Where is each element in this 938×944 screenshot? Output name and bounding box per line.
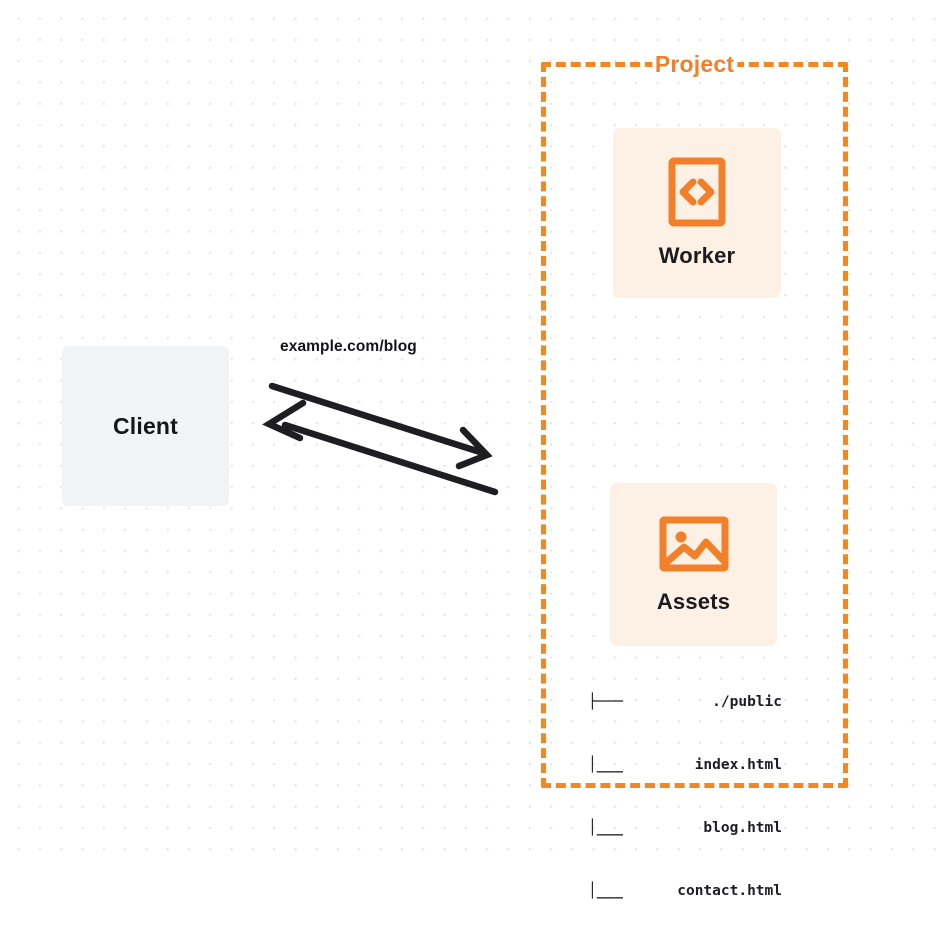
tree-node-name: blog.html [703, 820, 782, 836]
tree-branch-glyph: ├─── [588, 694, 623, 710]
file-tree-row: │___ contact.html [588, 881, 782, 902]
arrow-request-icon [268, 382, 493, 470]
tree-branch-glyph: │___ [588, 883, 623, 899]
tree-branch-glyph: │___ [588, 820, 623, 836]
client-label: Client [112, 412, 179, 439]
node-worker[interactable]: Worker [613, 128, 781, 298]
tree-branch-glyph: │___ [588, 757, 623, 773]
file-tree-row: │___ blog.html [588, 818, 782, 839]
node-assets[interactable]: Assets [610, 483, 777, 646]
tree-node-name: index.html [694, 757, 782, 773]
file-tree-row: ├─── ./public [588, 692, 782, 713]
assets-file-tree: ├─── ./public │___ index.html │___ blog.… [588, 650, 782, 944]
worker-label: Worker [658, 243, 736, 268]
project-title: Project [651, 51, 738, 78]
assets-label: Assets [656, 588, 731, 614]
diagram-canvas: Client example.com/blog Project Worker [0, 0, 938, 899]
group-project: Project [541, 51, 848, 788]
code-document-icon [668, 157, 726, 227]
tree-node-name: ./public [712, 694, 782, 710]
tree-node-name: contact.html [677, 883, 782, 899]
edge-label-url: example.com/blog [280, 338, 417, 355]
image-picture-icon [659, 516, 728, 571]
node-client[interactable]: Client [62, 346, 229, 506]
file-tree-row: │___ index.html [588, 755, 782, 776]
arrow-response-icon [262, 399, 499, 496]
